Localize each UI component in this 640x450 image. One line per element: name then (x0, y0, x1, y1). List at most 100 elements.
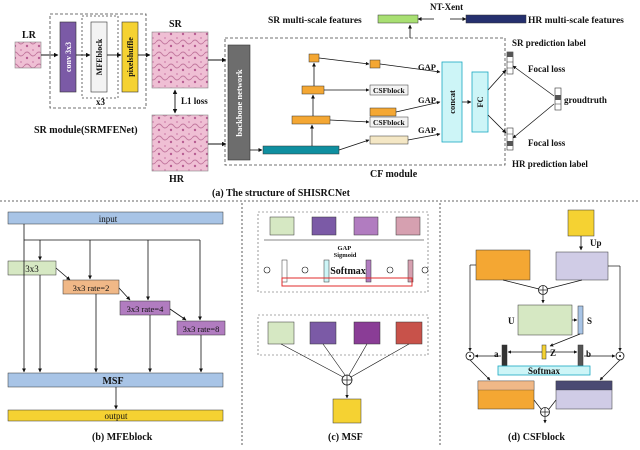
ntxent-label: NT-Xent (430, 2, 463, 12)
cf-module-label: CF module (370, 169, 418, 180)
csf-s-label: S (587, 316, 592, 326)
msf-gap-sigmoid-label: GAP Sigmoid (334, 245, 357, 259)
feature-map-1 (262, 145, 340, 155)
concat-label: concat (447, 90, 457, 114)
panel-a: LR conv 3x3 MFEblock x3 pixelshuffle SR … (14, 2, 624, 199)
conv-block (59, 21, 77, 93)
backbone-block (227, 44, 251, 161)
msf-mult-4 (421, 266, 429, 274)
fused-map-1 (369, 59, 381, 69)
lr-label: LR (22, 30, 37, 41)
csf-b-vector (577, 344, 584, 368)
fc-label: FC (475, 96, 485, 107)
csf-softmax-label: Softmax (528, 366, 560, 376)
gap-label-1: GAP (418, 62, 436, 72)
hr-image (151, 114, 209, 172)
mfe-input-bar (7, 211, 224, 225)
sr-pred-label: SR prediction label (512, 38, 586, 48)
caption-d: (d) CSFblock (508, 432, 565, 443)
pixelshuffle-block (121, 21, 139, 93)
feature-map-4 (308, 53, 320, 63)
csf-block-1 (369, 84, 409, 96)
hr-label: HR (169, 174, 185, 185)
csf-block-2 (369, 116, 409, 128)
mfe-conv-2-label: 3x3 rate=2 (73, 283, 110, 293)
sr-label: SR (169, 19, 183, 30)
csf-s-vector (577, 305, 584, 335)
hr-pred-vector (506, 127, 514, 151)
lr-image (14, 41, 42, 69)
csf-a-label: a (494, 349, 499, 359)
cf-module-box (224, 37, 506, 166)
fused-map-3 (369, 135, 409, 145)
x3-label: x3 (96, 97, 106, 107)
mfe-conv-3 (119, 300, 171, 316)
mfe-conv-4-label: 3x3 rate=8 (183, 324, 220, 334)
msf-softmax-label: Softmax (330, 266, 366, 277)
msf-outputs-box (257, 314, 429, 356)
msf-weight-3 (365, 259, 372, 283)
sr-module-label: SR module(SRMFENet) (34, 125, 138, 136)
sr-image (151, 31, 209, 89)
csf-z-label: Z (550, 348, 556, 358)
csf-input-left (475, 249, 531, 281)
msf-weight-4 (407, 259, 414, 283)
msf-input-4 (395, 216, 421, 236)
csf-u-block (517, 304, 573, 336)
feature-map-2 (291, 115, 331, 125)
msf-inputs-box (257, 211, 429, 293)
hr-pred-label: HR prediction label (512, 159, 588, 169)
msf-output (332, 398, 362, 424)
csf-input-right (555, 251, 609, 281)
focal-loss-2: Focal loss (528, 138, 566, 148)
mfe-conv-3-label: 3x3 rate=4 (127, 304, 164, 314)
msf-mult-1 (263, 266, 271, 274)
backbone-label: backbone network (234, 69, 244, 137)
msf-softmax-bar (281, 277, 413, 287)
gap-label-3: GAP (418, 125, 436, 135)
sr-inner-dashed (49, 13, 147, 109)
gap-label-2: GAP (418, 95, 436, 105)
groundtruth-label: groudtruth (564, 95, 607, 105)
hr-ms-label: HR multi-scale features (528, 16, 624, 26)
msf-input-2 (311, 216, 337, 236)
focal-loss-1: Focal loss (528, 64, 566, 74)
panel-d: Up U S Z a b Softmax (465, 209, 625, 443)
mfe-label: MFEblock (95, 38, 104, 75)
csf-b-label: b (586, 349, 591, 359)
conv-label: conv 3x3 (64, 42, 73, 72)
csf-input-top (567, 209, 595, 237)
csf-label-2: CSFblock (373, 118, 406, 127)
csf-z-vector (541, 344, 547, 360)
msf-out-2 (309, 321, 337, 345)
mfe-msf-label: MSF (102, 376, 123, 387)
msf-weight-2 (323, 259, 330, 283)
csf-up-label: Up (590, 238, 602, 248)
panel-c: GAP Sigmoid Softmax (c) MSF (257, 211, 429, 443)
csf-label-1: CSFblock (373, 86, 406, 95)
msf-out-4 (395, 321, 423, 345)
msf-input-1 (269, 216, 295, 236)
panel-b: input 3x3 3x3 rate=2 3x3 rate=4 3x3 rate… (7, 211, 226, 443)
csf-a-vector (501, 344, 508, 368)
pixelshuffle-label: pixelshuffle (126, 37, 135, 77)
csf-u-label: U (508, 316, 515, 326)
mfe-conv-1-label: 3x3 (25, 264, 39, 274)
sr-ms-bar (377, 14, 419, 24)
msf-out-1 (267, 321, 295, 345)
msf-mult-2 (301, 266, 309, 274)
caption-b: (b) MFEblock (92, 432, 153, 443)
caption-a: (a) The structure of SHISRCNet (212, 188, 351, 199)
l1-loss-label: L1 loss (181, 96, 208, 106)
msf-out-3 (353, 321, 381, 345)
fc-block (471, 71, 489, 133)
mfe-block (90, 21, 108, 93)
sr-ms-label: SR multi-scale features (268, 16, 362, 26)
caption-c: (c) MSF (328, 432, 363, 443)
mfe-conv-2 (62, 279, 120, 295)
csf-softmax-bar (497, 365, 591, 376)
feature-map-3 (301, 85, 325, 95)
fused-map-2 (369, 107, 397, 117)
msf-input-3 (353, 216, 379, 236)
